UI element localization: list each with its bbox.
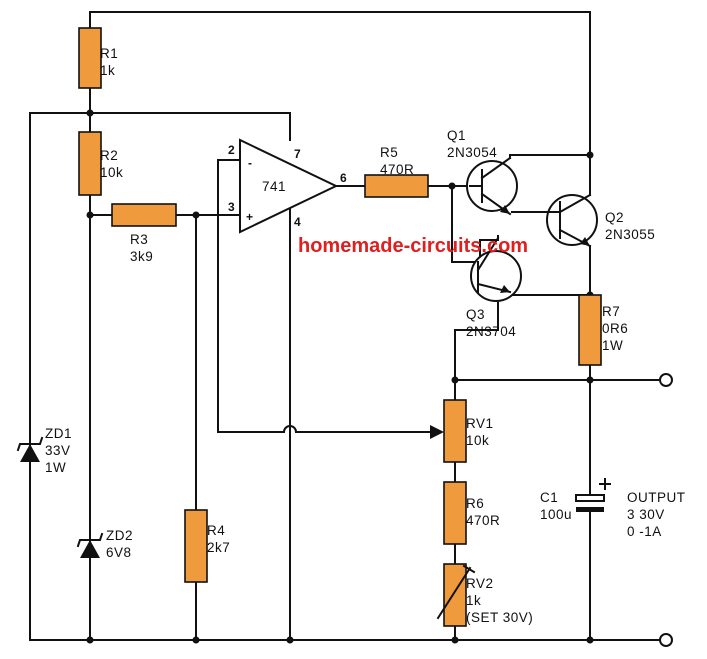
output-terminal-negative xyxy=(659,633,673,647)
output-voltage: 3 30V xyxy=(627,507,665,522)
wires xyxy=(29,11,661,641)
pin-4-label: 4 xyxy=(294,215,301,229)
rv2-note: (SET 30V) xyxy=(466,610,533,625)
r3-value: 3k9 xyxy=(130,249,153,264)
resistor-r3 xyxy=(111,203,177,227)
rv2-ref: RV2 xyxy=(466,576,494,591)
r6-ref: R6 xyxy=(466,496,484,511)
resistor-r7 xyxy=(578,294,602,366)
resistor-r5 xyxy=(364,174,429,198)
r7-value: 0R6 xyxy=(602,321,628,336)
pin-2-label: 2 xyxy=(228,143,235,157)
pin-7-label: 7 xyxy=(294,147,301,161)
zener-zd2 xyxy=(76,532,104,558)
preset-rv2 xyxy=(443,563,467,627)
op-amp-plus: + xyxy=(246,210,253,224)
resistor-r6 xyxy=(443,481,467,545)
zd1-ref: ZD1 xyxy=(45,426,72,441)
c1-value: 100u xyxy=(540,507,572,522)
r1-ref: R1 xyxy=(100,46,118,61)
rv2-preset-marker xyxy=(436,564,476,620)
rv2-value: 1k xyxy=(466,593,481,608)
zd1-value: 33V xyxy=(45,443,71,458)
transistor-q2 xyxy=(546,193,598,248)
zd1-rating: 1W xyxy=(45,460,66,475)
resistor-r2 xyxy=(78,131,102,196)
watermark: homemade-circuits.com xyxy=(298,235,528,257)
r6-value: 470R xyxy=(466,513,500,528)
r5-ref: R5 xyxy=(380,145,398,160)
zd2-value: 6V8 xyxy=(106,545,132,560)
q1-value: 2N3054 xyxy=(447,145,497,160)
op-amp-value: 741 xyxy=(262,179,286,194)
zener-zd1 xyxy=(16,436,44,462)
resistor-r4 xyxy=(184,509,208,583)
r2-value: 10k xyxy=(100,165,123,180)
capacitor-c1 xyxy=(575,478,611,512)
q3-value: 2N3704 xyxy=(466,324,516,339)
zd2-ref: ZD2 xyxy=(106,528,133,543)
r1-value: 1k xyxy=(100,63,115,78)
rv1-wiper-arrow xyxy=(430,425,444,439)
r5-value: 470R xyxy=(380,162,414,177)
q2-value: 2N3055 xyxy=(605,227,655,242)
r3-ref: R3 xyxy=(130,232,148,247)
resistor-r1 xyxy=(78,27,102,89)
output-title: OUTPUT xyxy=(627,490,686,505)
r4-value: 2k7 xyxy=(207,540,230,555)
output-current: 0 -1A xyxy=(627,524,662,539)
transistor-q3 xyxy=(470,236,522,302)
rv1-value: 10k xyxy=(466,433,489,448)
r4-ref: R4 xyxy=(207,523,225,538)
r7-rating: 1W xyxy=(602,338,623,353)
rv1-ref: RV1 xyxy=(466,416,494,431)
pin-3-label: 3 xyxy=(228,200,235,214)
q1-ref: Q1 xyxy=(447,128,466,143)
op-amp-minus: - xyxy=(248,156,252,170)
r2-ref: R2 xyxy=(100,148,118,163)
c1-ref: C1 xyxy=(540,490,558,505)
output-terminal-positive xyxy=(659,373,673,387)
r7-ref: R7 xyxy=(602,304,620,319)
op-amp-741 xyxy=(239,138,339,234)
q3-ref: Q3 xyxy=(466,307,485,322)
q2-ref: Q2 xyxy=(605,210,624,225)
transistor-q1 xyxy=(466,156,518,216)
potentiometer-rv1 xyxy=(443,399,467,463)
pin-6-label: 6 xyxy=(340,171,347,185)
